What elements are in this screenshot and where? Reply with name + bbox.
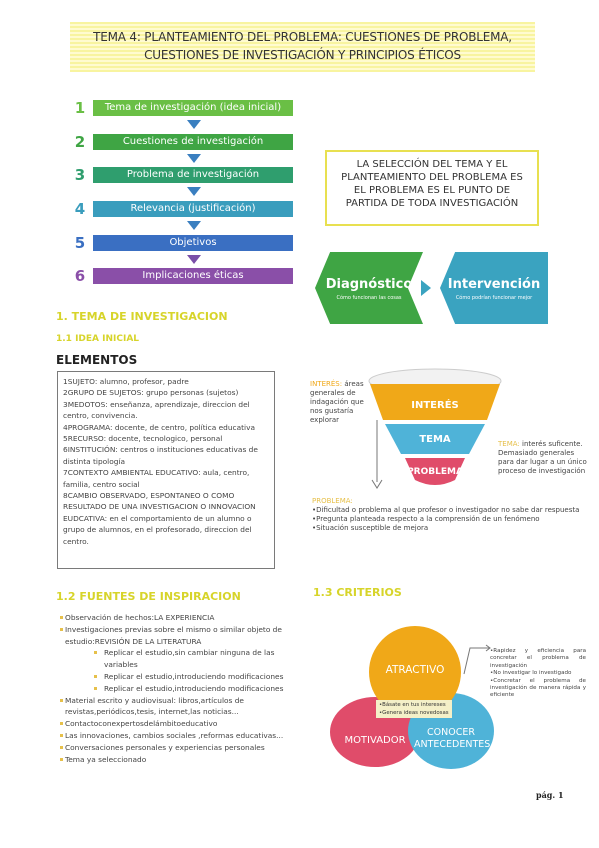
intervencion-sub: Cómo podrían funcionar mejor bbox=[455, 295, 533, 301]
list-item: •Dificultad o problema al que profesor o… bbox=[312, 506, 580, 514]
list-item: 4PROGRAMA: docente, de centro, política … bbox=[63, 422, 255, 432]
list-item: Material escrito y audiovisual: libros,a… bbox=[60, 695, 292, 719]
criterios-list: •Rapidez y eficiencia para concretar el … bbox=[490, 648, 586, 700]
problema-key: PROBLEMA: bbox=[312, 497, 353, 505]
down-arrow-icon bbox=[187, 255, 201, 264]
list-item: 3MEDOTOS: enseñanza, aprendizaje, direcc… bbox=[63, 399, 250, 421]
diagnostico-shape: Diagnóstico Cómo funcionan las cosas bbox=[315, 252, 423, 324]
list-item: Investigaciones previas sobre el mismo o… bbox=[60, 624, 292, 648]
down-arrow-icon bbox=[187, 120, 201, 129]
section-heading: 1. TEMA DE INVESTIGACION bbox=[56, 310, 228, 323]
interes-note: INTERÉS: áreas generales de indagación q… bbox=[310, 380, 376, 425]
quote-box: LA SELECCIÓN DEL TEMA Y EL PLANTEAMIENTO… bbox=[325, 150, 539, 226]
step-number: 2 bbox=[74, 133, 86, 151]
funnel-interes bbox=[370, 384, 500, 420]
step-bar: Objetivos bbox=[93, 235, 293, 251]
list-item: 7CONTEXTO AMBIENTAL EDUCATIVO: aula, cen… bbox=[63, 468, 250, 489]
funnel-problema bbox=[405, 458, 465, 485]
step-bar: Tema de investigación (idea inicial) bbox=[93, 100, 293, 116]
bracket-arrow-icon bbox=[463, 644, 491, 675]
diagnostico-title: Diagnóstico bbox=[325, 277, 413, 292]
list-item: 6INSTITUCIÓN: centros o instituciones ed… bbox=[63, 445, 258, 466]
atractivo-label: ATRACTIVO bbox=[385, 664, 445, 676]
elementos-heading: ELEMENTOS bbox=[56, 353, 138, 367]
funnel-interes-label: INTERÉS bbox=[411, 398, 458, 411]
list-item: •Situación susceptible de mejora bbox=[312, 524, 429, 532]
page-number: pág. 1 bbox=[536, 790, 564, 800]
intervencion-title: Intervención bbox=[447, 277, 541, 292]
list-subitem: Replicar el estudio,sin cambiar ninguna … bbox=[60, 647, 292, 671]
list-item: •Genera ideas novedosas bbox=[379, 710, 449, 716]
conocer-label: CONOCER ANTECEDENTES bbox=[414, 727, 491, 750]
list-item: •No investigar lo investigado bbox=[490, 670, 572, 677]
tema-text: interés suficente. Demasiado generales p… bbox=[498, 440, 587, 475]
interes-key: INTERÉS: bbox=[310, 380, 343, 388]
subsection-heading: 1.1 IDEA INICIAL bbox=[56, 334, 140, 344]
page-title: TEMA 4: PLANTEAMIENTO DEL PROBLEMA: CUES… bbox=[70, 22, 535, 72]
elementos-box: 1SUJETO: alumno, profesor, padre 2GRUPO … bbox=[57, 371, 275, 569]
section-heading: 1.3 CRITERIOS bbox=[313, 586, 402, 599]
step-bar: Implicaciones éticas bbox=[93, 268, 293, 284]
section-heading: 1.2 FUENTES DE INSPIRACION bbox=[56, 590, 241, 603]
list-item: •Rapidez y eficiencia para concretar el … bbox=[490, 648, 586, 669]
funnel-problema-label: PROBLEMA bbox=[407, 467, 463, 477]
down-arrow-icon bbox=[187, 187, 201, 196]
step-bar: Relevancia (justificación) bbox=[93, 201, 293, 217]
right-arrow-icon bbox=[421, 280, 431, 296]
list-item: 5RECURSO: docente, tecnologico, personal bbox=[63, 434, 223, 444]
list-subitem: Replicar el estudio,introduciendo modifi… bbox=[60, 671, 292, 683]
funnel-tema-label: TEMA bbox=[419, 434, 451, 445]
motivador-label: MOTIVADOR bbox=[344, 735, 406, 746]
intervencion-shape: Intervención Cómo podrían funcionar mejo… bbox=[440, 252, 548, 324]
fuentes-list: Observación de hechos:LA EXPERIENCIA Inv… bbox=[60, 612, 292, 765]
step-bar: Problema de investigación bbox=[93, 167, 293, 183]
interes-text: áreas generales de indagación que nos gu… bbox=[310, 380, 364, 424]
step-bar: Cuestiones de investigación bbox=[93, 134, 293, 150]
problema-note: PROBLEMA: •Dificultad o problema al que … bbox=[312, 497, 592, 533]
diagnostico-sub: Cómo funcionan las cosas bbox=[336, 295, 402, 301]
list-item: •Pregunta planteada respecto a la compre… bbox=[312, 515, 540, 523]
step-number: 1 bbox=[74, 99, 86, 117]
funnel-diagram: INTERÉS TEMA PROBLEMA bbox=[368, 368, 502, 485]
tema-key: TEMA: bbox=[498, 440, 520, 448]
list-item: •Básate en tus intereses bbox=[379, 702, 446, 708]
down-arrow-icon bbox=[187, 221, 201, 230]
criterios-inner-box: •Básate en tus intereses •Genera ideas n… bbox=[376, 700, 452, 718]
step-number: 3 bbox=[74, 166, 86, 184]
tema-note: TEMA: interés suficente. Demasiado gener… bbox=[498, 440, 590, 476]
step-number: 5 bbox=[74, 234, 86, 252]
step-number: 6 bbox=[74, 267, 86, 285]
list-subitem: Replicar el estudio,introduciendo modifi… bbox=[60, 683, 292, 695]
down-arrow-icon bbox=[187, 154, 201, 163]
list-item: Conversaciones personales y experiencias… bbox=[60, 742, 292, 754]
step-number: 4 bbox=[74, 200, 86, 218]
list-item: Contactoconexpertosdelámbitoeducativo bbox=[60, 718, 292, 730]
list-item: Las innovaciones, cambios sociales ,refo… bbox=[60, 730, 292, 742]
curved-arrow-icon bbox=[371, 420, 383, 489]
list-item: 8CAMBIO OBSERVADO, ESPONTANEO O COMO RES… bbox=[63, 491, 256, 546]
funnel-tema bbox=[385, 424, 485, 454]
list-item: 1SUJETO: alumno, profesor, padre bbox=[63, 377, 189, 386]
list-item: 2GRUPO DE SUJETOS: grupo personas (sujet… bbox=[63, 388, 239, 398]
list-item: •Concretar el problema de investigación … bbox=[490, 677, 586, 699]
list-item: Tema ya seleccionado bbox=[60, 754, 292, 766]
list-item: Observación de hechos:LA EXPERIENCIA bbox=[60, 612, 292, 624]
